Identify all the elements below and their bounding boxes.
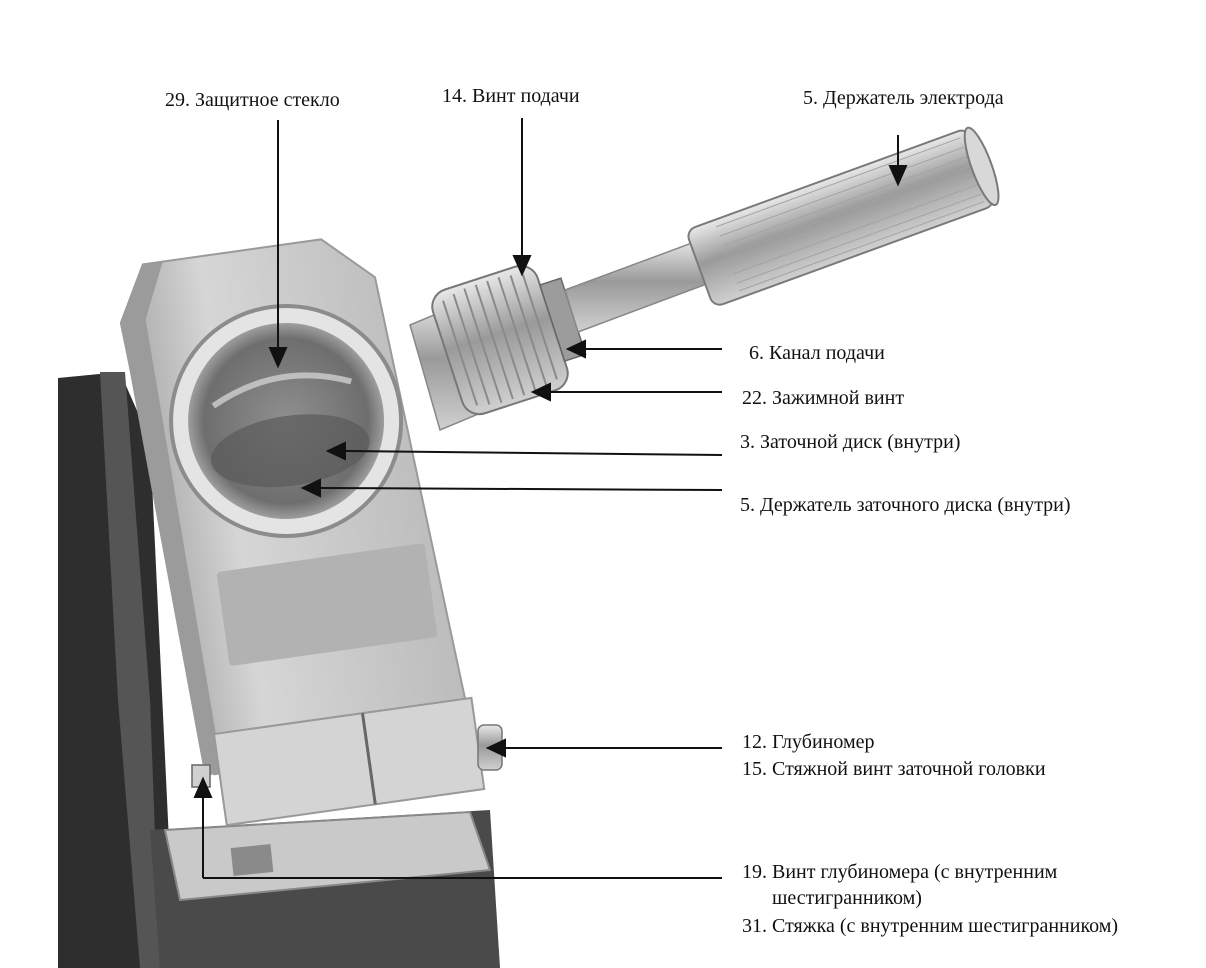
electrode-holder-body	[687, 126, 1000, 306]
label-disc-holder: 5. Держатель заточного диска (внутри)	[740, 494, 1071, 516]
label-depth-gauge-screw: 19. Винт глубиномера (с внутренним	[742, 861, 1058, 883]
label-protective-glass: 29. Защитное стекло	[165, 89, 340, 111]
thin-shaft	[564, 239, 713, 333]
label-feed-screw: 14. Винт подачи	[442, 85, 580, 107]
label-electrode-holder: 5. Держатель электрода	[803, 87, 1004, 109]
label-clamping-screw: 22. Зажимной винт	[742, 387, 905, 409]
label-feed-channel: 6. Канал подачи	[749, 342, 885, 364]
feed-nut	[431, 264, 587, 416]
clamp-ring-slot	[230, 843, 274, 877]
label-head-clamp-screw: 15. Стяжной винт заточной головки	[742, 758, 1046, 780]
machine-body-edge	[100, 372, 160, 968]
label-grinding-disc: 3. Заточной диск (внутри)	[740, 431, 961, 453]
label-tie: 31. Стяжка (с внутренним шестигранником)	[742, 915, 1119, 937]
label-depth-gauge: 12. Глубиномер	[742, 731, 875, 753]
label-depth-gauge-screw-cont: шестигранником)	[772, 887, 922, 909]
leader-disc-holder	[319, 487, 723, 491]
leader-grinding-disc	[344, 450, 723, 456]
